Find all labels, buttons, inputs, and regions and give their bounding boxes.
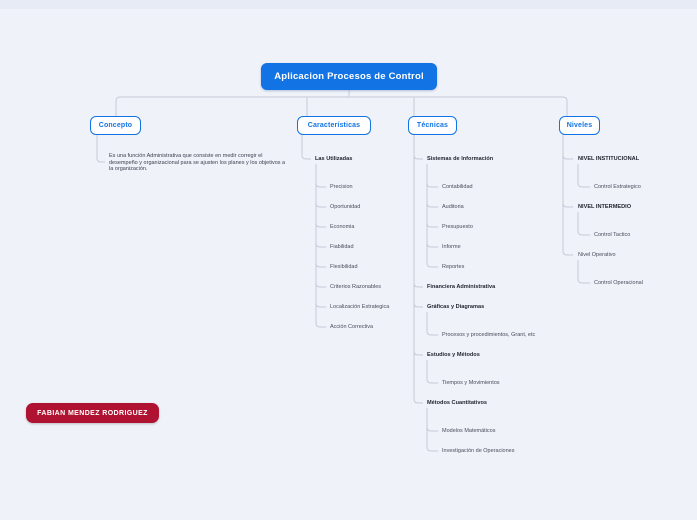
root-node[interactable]: Aplicacion Procesos de Control: [261, 63, 437, 90]
caracteristica-item[interactable]: Localización Estrategica: [330, 304, 390, 310]
caracteristica-item[interactable]: Precision: [330, 184, 353, 190]
tecnicas-item[interactable]: Investigación de Operaciones: [442, 448, 515, 454]
tecnicas-item[interactable]: Tiempos y Movimientos: [442, 380, 500, 386]
tecnicas-section-label[interactable]: Métodos Cuantitativos: [427, 400, 487, 406]
tecnicas-item[interactable]: Presupuesto: [442, 224, 473, 230]
tecnicas-section-label[interactable]: Financiera Administrativa: [427, 284, 496, 290]
caracteristica-item[interactable]: Criterios Razonables: [330, 284, 382, 290]
tecnicas-item[interactable]: Procesos y procedimientos, Grant, etc: [442, 332, 536, 338]
top-strip: [0, 0, 697, 9]
caracteristica-item[interactable]: Economia: [330, 224, 355, 230]
tecnicas-item[interactable]: Reportes: [442, 264, 465, 270]
tecnicas-item[interactable]: Contabilidad: [442, 184, 473, 190]
caracteristica-item[interactable]: Oportunidad: [330, 204, 361, 210]
niveles-section-label[interactable]: NIVEL INTERMEDIO: [578, 204, 632, 210]
branch-node-tecnicas[interactable]: Técnicas: [408, 116, 457, 135]
niveles-section-label[interactable]: Nivel Operativo: [578, 252, 616, 258]
caracteristicas-group-label[interactable]: Las Utilizadas: [315, 156, 353, 162]
caracteristica-item[interactable]: Fiabilidad: [330, 244, 354, 250]
niveles-item[interactable]: Control Estrategico: [594, 184, 641, 190]
tecnicas-item[interactable]: Modelos Matemáticos: [442, 428, 496, 434]
tecnicas-item[interactable]: Auditoria: [442, 204, 464, 210]
author-badge[interactable]: FABIAN MENDEZ RODRIGUEZ: [26, 403, 159, 423]
branch-node-concepto[interactable]: Concepto: [90, 116, 141, 135]
concepto-description[interactable]: Es una función Administrativa que consis…: [109, 153, 286, 172]
caracteristica-item[interactable]: Flexibilidad: [330, 264, 358, 270]
tecnicas-item[interactable]: Informe: [442, 244, 461, 250]
tecnicas-section-label[interactable]: Estudios y Métodos: [427, 352, 480, 358]
branch-node-caracteristicas[interactable]: Características: [297, 116, 371, 135]
tecnicas-section-label[interactable]: Gráficas y Diagramas: [427, 304, 485, 310]
niveles-section-label[interactable]: NIVEL INSTITUCIONAL: [578, 156, 640, 162]
niveles-item[interactable]: Control Tactico: [594, 232, 631, 238]
niveles-item[interactable]: Control Operacional: [594, 280, 643, 286]
tecnicas-section-label[interactable]: Sistemas de Información: [427, 156, 494, 162]
caracteristica-item[interactable]: Acción Correctiva: [330, 324, 374, 330]
branch-node-niveles[interactable]: Niveles: [559, 116, 600, 135]
